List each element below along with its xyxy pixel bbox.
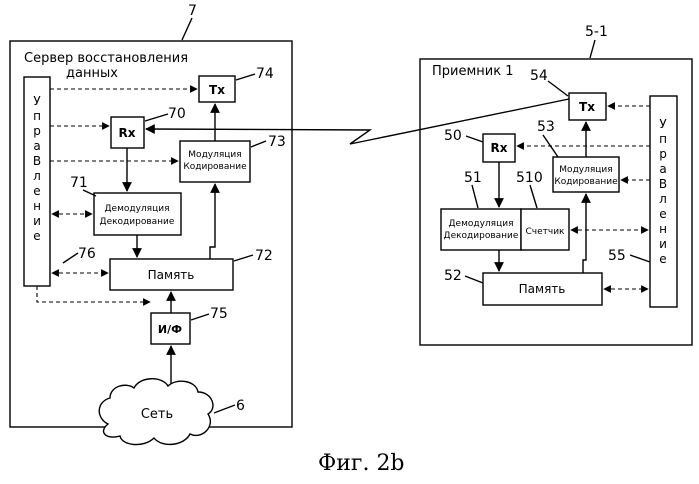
receiver-control-label: УпраВление [659,117,667,266]
receiver-ref-leader [590,40,595,58]
receiver-mod-ref: 53 [537,119,555,135]
server-rx-label: Rx [119,126,136,140]
server-demodulation-block [94,193,181,235]
server-mod-line2: Кодирование [183,162,247,172]
receiver-demod-line1: Демодуляция [449,219,514,229]
receiver-demod-ref: 51 [464,170,482,186]
server-demod-line2: Декодирование [100,217,175,227]
server-tx-label: Tx [209,83,225,97]
receiver-mod-line2: Кодирование [554,177,618,187]
receiver-counter-ref: 510 [516,170,543,186]
server-ref: 7 [188,3,197,19]
network-label: Сеть [141,407,173,422]
receiver-ref: 5-1 [585,24,608,40]
server-control-label: УпраВление [33,94,41,243]
server-demod-ref: 71 [70,175,88,191]
receiver-memory-label: Память [519,282,566,296]
receiver-title: Приемник 1 [432,64,514,79]
server-rx-ref: 70 [168,106,186,122]
receiver-memory-ref: 52 [444,268,462,284]
server-if-ref: 75 [210,306,228,322]
server-control-ref: 76 [78,246,96,262]
receiver-tx-ref: 54 [530,68,548,84]
receiver-rx-ref: 50 [444,128,462,144]
server-mod-ref: 73 [268,134,286,150]
server-ref-leader [182,18,192,40]
server-title-line2: данных [66,66,118,81]
figure-caption: Фиг. 2b [318,451,405,476]
receiver-tx-label: Tx [579,100,595,114]
server-demod-line1: Демодуляция [105,204,170,214]
receiver-counter-label: Счетчик [526,227,566,237]
server-memory-ref: 72 [255,248,273,264]
receiver-demod-line2: Декодирование [444,231,519,241]
receiver-demodulation-block [441,209,521,250]
receiver-mod-line1: Модуляция [559,165,612,175]
server-mod-line1: Модуляция [188,150,241,160]
receiver-rx-label: Rx [491,141,508,155]
server-title-line1: Сервер восстановления [24,51,188,66]
server-if-label: И/Ф [158,323,182,336]
network-ref: 6 [236,398,245,414]
server-tx-ref: 74 [256,66,274,82]
receiver-control-ref: 55 [608,248,626,264]
server-memory-label: Память [148,268,195,282]
